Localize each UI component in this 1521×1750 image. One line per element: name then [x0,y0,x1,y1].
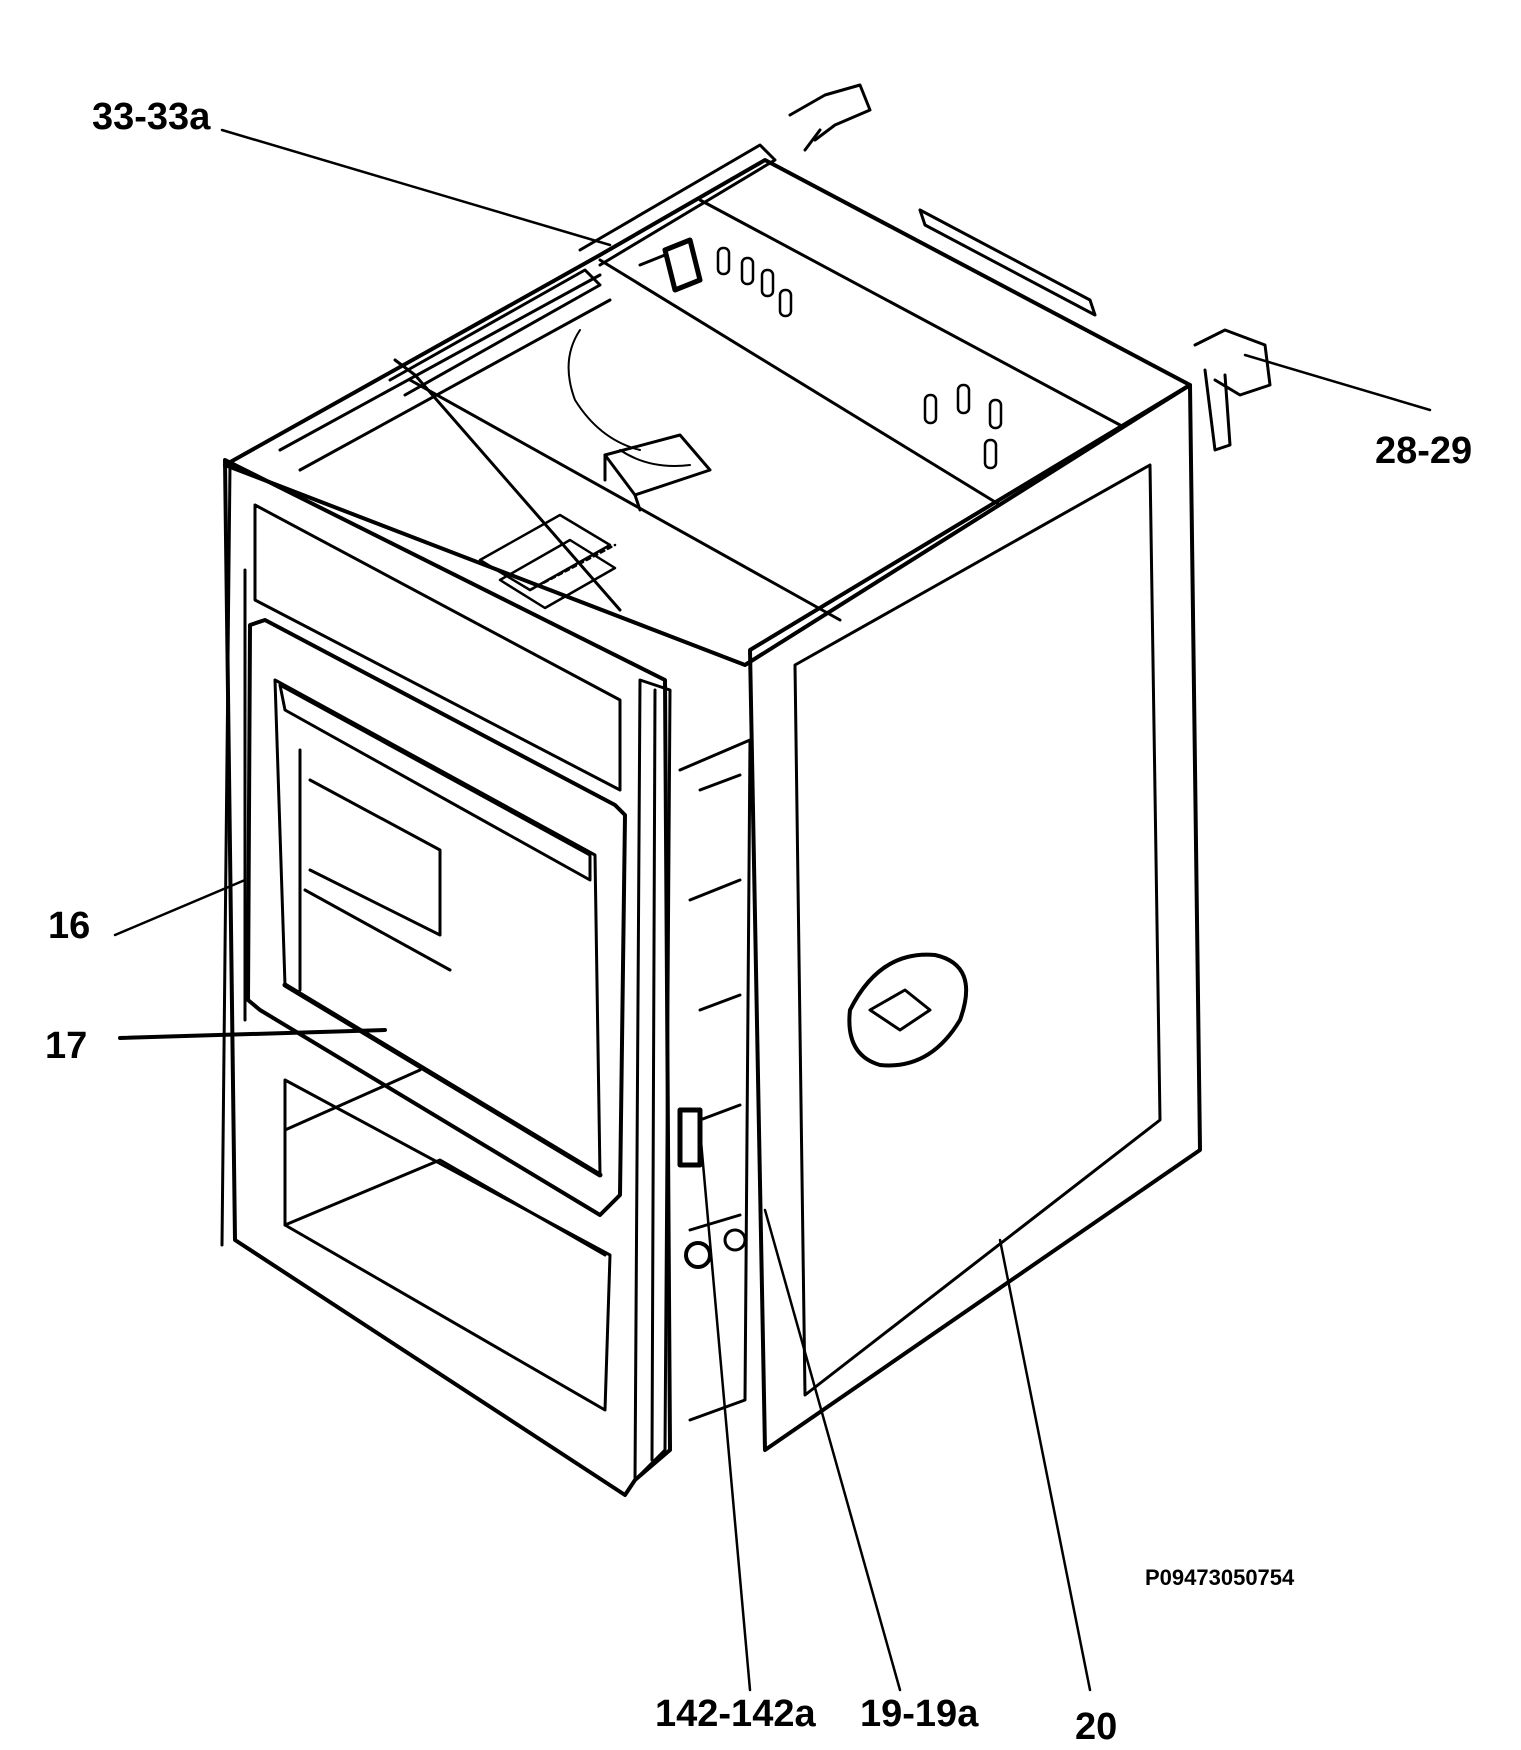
callout-142-142a: 142-142a [655,1693,816,1735]
callout-33-33a: 33-33a [92,96,211,138]
lower-compartment [283,1068,612,1412]
leader-33-33a [220,128,612,247]
front-panel [220,458,672,1497]
leader-17 [118,1028,387,1040]
main-switch-component [638,237,703,293]
callout-20: 20 [1075,1706,1118,1748]
reference-code: P09473050754 [1145,1565,1295,1590]
side-panel-20 [748,383,1202,1452]
leader-20 [998,1238,1092,1692]
side-panel-left-strip [633,678,672,1482]
leader-19-19a [763,1208,902,1692]
ventilation-louvres [478,513,617,610]
side-rail-rear [918,208,1097,317]
top-frame [223,143,1192,667]
rear-bracket-top [788,83,872,152]
door-hinge-area [677,738,752,1422]
thermostat-block [603,433,712,512]
callout-19-19a: 19-19a [860,1693,979,1735]
top-slots [716,246,1003,470]
leader-16 [113,878,247,937]
callout-28-29: 28-29 [1375,430,1473,472]
leader-28-29 [1243,353,1432,412]
callout-16: 16 [48,905,91,947]
leader-142-142a [698,1128,752,1692]
leader-lines [113,128,1432,1692]
mounting-bracket-28-29 [1193,328,1272,452]
callout-17: 17 [45,1025,88,1067]
oven-cavity-frame-17 [246,618,627,1217]
